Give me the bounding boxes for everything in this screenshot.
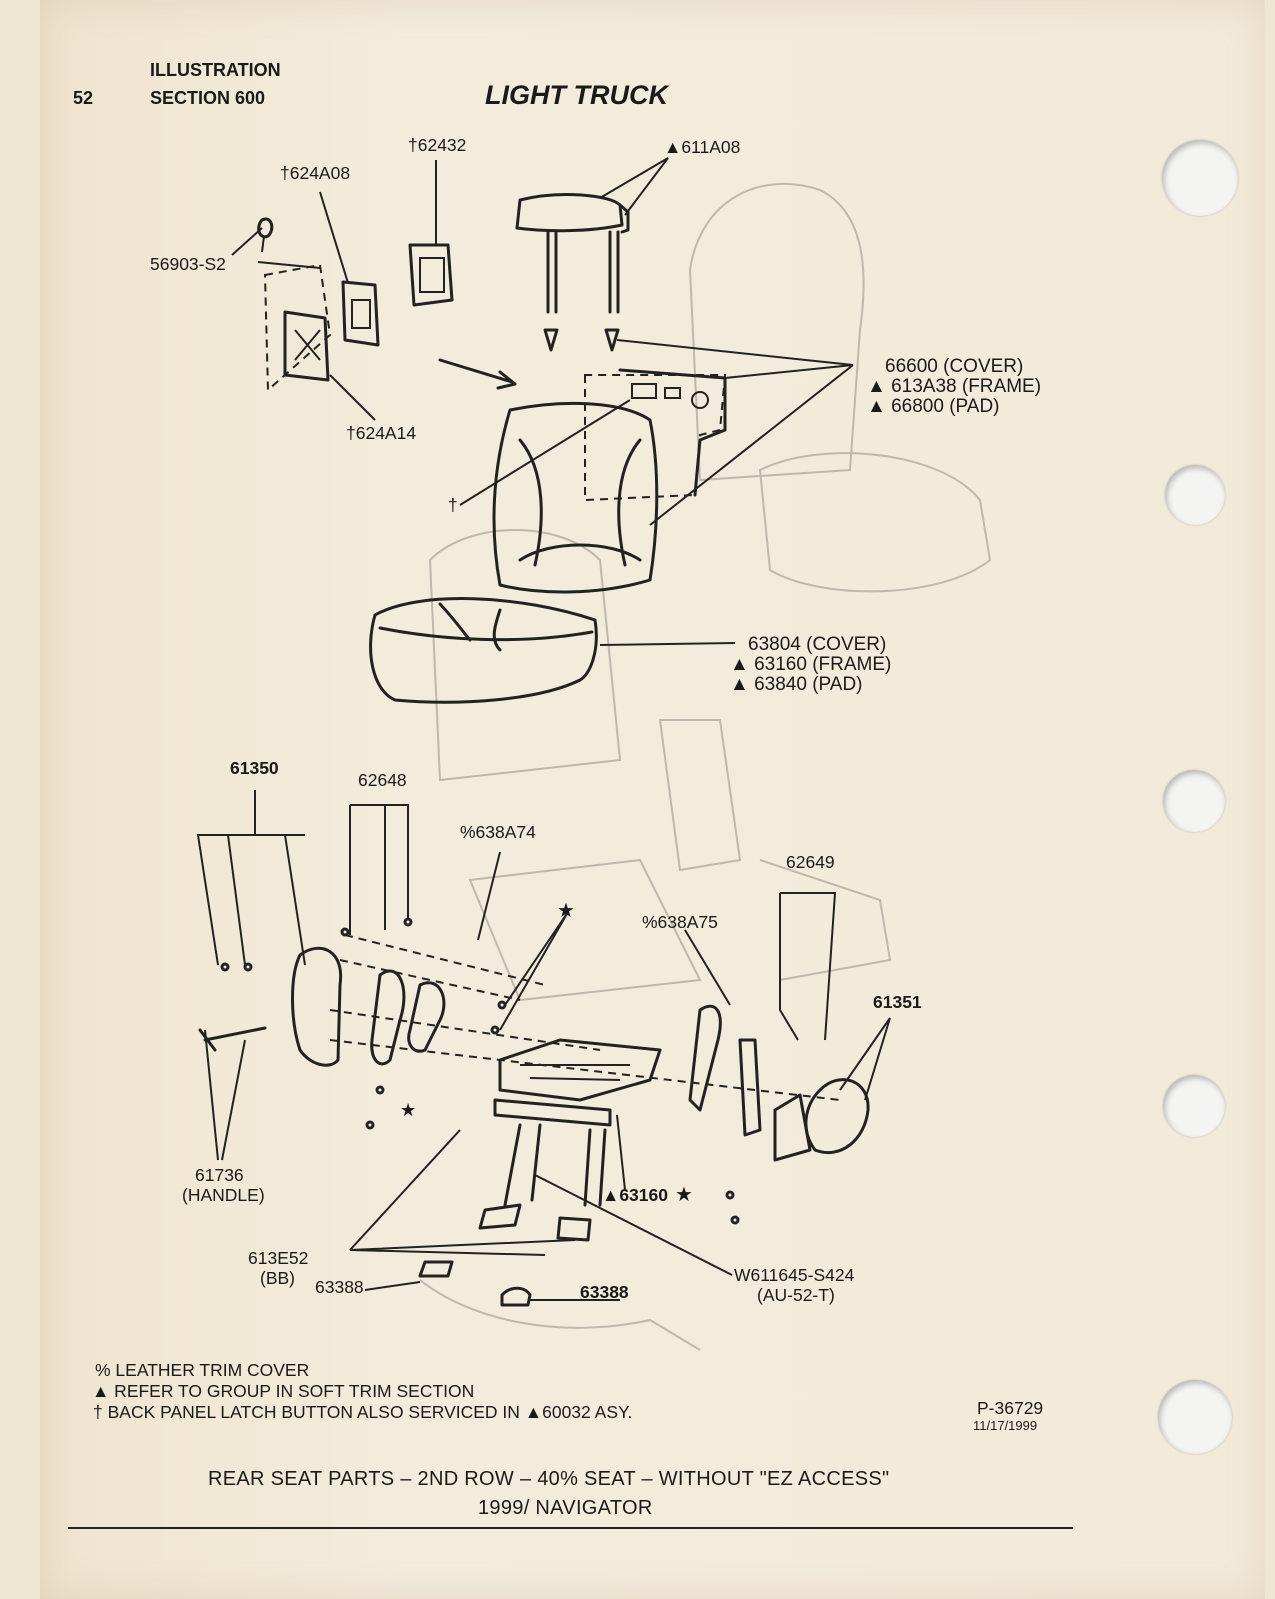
callout-back-frame: ▲ 613A38 (FRAME) [867, 376, 1042, 397]
seat-back [438, 358, 727, 594]
callout-back-cover: 66600 (COVER) [885, 356, 1024, 377]
page-number: 52 [73, 88, 94, 108]
callout-638A75: %638A75 [642, 912, 718, 932]
callout-63160: ▲63160 [602, 1185, 668, 1205]
section-label: SECTION 600 [150, 88, 266, 108]
note-latch: † BACK PANEL LATCH BUTTON ALSO SERVICED … [93, 1402, 633, 1422]
callout-61350: 61350 [230, 758, 279, 778]
callout-handle: (HANDLE) [182, 1185, 265, 1205]
callout-bb: (BB) [260, 1268, 295, 1288]
seat-track-assembly [198, 917, 870, 1307]
callout-61351: 61351 [873, 992, 922, 1012]
headrest [515, 193, 630, 352]
ref-date: 11/17/1999 [973, 1418, 1038, 1433]
show-through [419, 182, 992, 1351]
callout-62648: 62648 [358, 770, 407, 790]
note-refer: ▲ REFER TO GROUP IN SOFT TRIM SECTION [92, 1381, 475, 1401]
footer-rule [68, 1527, 1073, 1529]
callout-63388-b: 63388 [580, 1282, 629, 1302]
note-leather: % LEATHER TRIM COVER [95, 1360, 310, 1380]
seat-cushion [369, 597, 598, 704]
ref-code: P-36729 [977, 1398, 1044, 1418]
callout-AU52: (AU-52-T) [757, 1285, 835, 1305]
callout-611A08: ▲611A08 [664, 137, 741, 157]
page-title: LIGHT TRUCK [485, 80, 668, 110]
callout-638A74: %638A74 [460, 822, 536, 842]
callout-W611645: W611645-S424 [734, 1265, 855, 1285]
callout-cushion-frame: ▲ 63160 (FRAME) [730, 654, 892, 675]
callout-61736: 61736 [195, 1165, 244, 1185]
latch-parts [257, 217, 454, 393]
callout-62432: †62432 [408, 135, 467, 155]
callout-63388: 63388 [315, 1277, 364, 1297]
callout-dagger: † [448, 495, 458, 515]
binder-hole [1163, 1075, 1225, 1137]
binder-hole [1163, 770, 1225, 832]
callout-62649: 62649 [786, 852, 835, 872]
figure-model: 1999/ NAVIGATOR [478, 1497, 653, 1519]
callout-624A08: †624A08 [280, 163, 351, 183]
star-mark: ★ [557, 900, 575, 922]
callout-613E52: 613E52 [248, 1248, 309, 1268]
callout-624A14: †624A14 [346, 423, 417, 443]
binder-hole [1165, 465, 1225, 525]
callout-cushion-pad: ▲ 63840 (PAD) [730, 674, 863, 695]
star-mark: ★ [675, 1184, 693, 1206]
binder-hole [1162, 140, 1238, 216]
illustration-label: ILLUSTRATION [150, 60, 281, 80]
manual-page [40, 0, 1265, 1599]
figure-caption: REAR SEAT PARTS – 2ND ROW – 40% SEAT – W… [208, 1468, 890, 1490]
callout-56903-S2: 56903-S2 [150, 254, 226, 274]
star-mark: ★ [400, 1100, 417, 1120]
callout-back-pad: ▲ 66800 (PAD) [867, 396, 1000, 417]
callout-cushion-cover: 63804 (COVER) [748, 634, 887, 655]
binder-hole [1158, 1380, 1232, 1454]
leader-lines [196, 157, 891, 1301]
